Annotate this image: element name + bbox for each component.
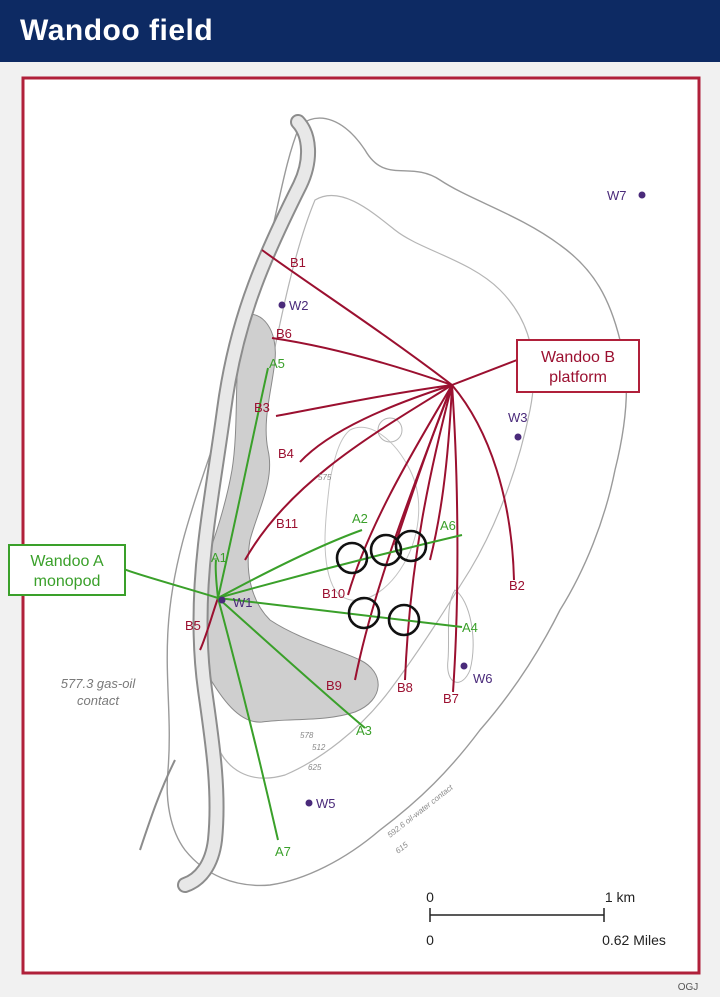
map-frame — [21, 76, 701, 975]
gas-oil-contact-label-1: 577.3 gas-oil — [61, 676, 137, 691]
platform-leader — [451, 359, 518, 386]
well-path-a5 — [217, 367, 269, 599]
contour-label: 575 — [318, 473, 332, 482]
gas-oil-contact-label-2: contact — [77, 693, 120, 708]
well-path-b4 — [299, 384, 453, 463]
well-marker-w7 — [638, 191, 646, 199]
well-path-b5 — [199, 597, 219, 651]
well-path-b1 — [261, 249, 453, 386]
well-path-b10 — [347, 384, 453, 596]
target-circles — [335, 529, 428, 637]
well-path-a2 — [217, 529, 363, 599]
exploration-well-markers — [218, 191, 646, 807]
fault-south — [139, 759, 176, 851]
well-path-b11 — [244, 384, 453, 561]
a-well-label: A5 — [269, 356, 285, 371]
a-well-label: A7 — [275, 844, 291, 859]
contour-closure — [377, 417, 403, 443]
b-well-label: B4 — [278, 446, 294, 461]
target-circle — [347, 596, 381, 630]
inner-contour-2 — [324, 426, 420, 601]
a-well-label: A2 — [352, 511, 368, 526]
well-marker-w1 — [218, 596, 226, 604]
well-path-b3 — [275, 384, 453, 417]
b-well-paths — [199, 249, 515, 693]
well-path-a1 — [214, 559, 219, 599]
a-well-label: A4 — [462, 620, 478, 635]
b-well-label: B9 — [326, 678, 342, 693]
b-well-label: B8 — [397, 680, 413, 695]
monopod-a-label-2: monopod — [34, 573, 101, 590]
well-path-a4 — [217, 597, 463, 628]
b-well-label: B7 — [443, 691, 459, 706]
monopod-a-label-1: Wandoo A — [30, 553, 104, 570]
target-circle — [387, 603, 421, 637]
b-well-label: B6 — [276, 326, 292, 341]
scale-km-start: 0 — [426, 889, 434, 905]
fault-zone-inner — [179, 116, 315, 891]
b-well-label: B5 — [185, 618, 201, 633]
map-title: Wandoo field — [20, 14, 214, 47]
target-circle — [369, 533, 403, 567]
well-path-a3 — [217, 597, 366, 729]
scale-mi-end: 0.62 Miles — [602, 932, 666, 948]
target-circle — [335, 541, 369, 575]
monopod-a-callout — [8, 544, 126, 596]
a-well-label: A3 — [356, 723, 372, 738]
well-marker-w2 — [278, 301, 286, 309]
well-marker-w3 — [514, 433, 522, 441]
scale-bar: 0 1 km 0 0.62 Miles — [426, 889, 666, 948]
well-path-b7 — [451, 384, 459, 693]
platform-b-callout — [516, 339, 640, 393]
well-path-b2 — [451, 384, 515, 581]
well-path-a6 — [217, 534, 463, 599]
gas-cap-area — [193, 313, 379, 723]
contour-label: 578 — [300, 731, 314, 740]
scale-km-end: 1 km — [605, 889, 635, 905]
credit-label: OGJ — [678, 982, 699, 993]
well-path-b6 — [271, 337, 453, 386]
well-marker-w5 — [305, 799, 313, 807]
well-path-b-extra2 — [394, 384, 453, 546]
b-well-label: B1 — [290, 255, 306, 270]
b-well-label: B11 — [276, 516, 298, 531]
map-area: Wandoo B platform Wandoo A monopod B1 B6… — [0, 62, 720, 997]
exploration-well-label: W7 — [607, 188, 627, 203]
platform-b-label-1: Wandoo B — [541, 349, 615, 366]
exploration-well-label: W2 — [289, 298, 309, 313]
b-well-label: B10 — [322, 586, 345, 601]
header-bar: Wandoo field — [0, 0, 720, 62]
contour-label: 512 — [312, 743, 326, 752]
platform-b-label-2: platform — [549, 369, 607, 386]
target-circle — [394, 529, 428, 563]
exploration-well-label: W6 — [473, 671, 493, 686]
exploration-well-label: W3 — [508, 410, 528, 425]
b-well-label: B2 — [509, 578, 525, 593]
contour-label: 625 — [308, 763, 322, 772]
exploration-well-label: W1 — [233, 595, 253, 610]
b-well-label: B3 — [254, 400, 270, 415]
contour-east — [447, 589, 474, 683]
field-map: Wandoo B platform Wandoo A monopod B1 B6… — [8, 76, 701, 993]
a-well-paths — [118, 367, 463, 841]
exploration-well-label: W5 — [316, 796, 336, 811]
a-well-label: A6 — [440, 518, 456, 533]
scale-mi-start: 0 — [426, 932, 434, 948]
well-path-a7 — [217, 597, 279, 841]
well-path-b-extra1 — [429, 384, 453, 561]
outer-contour — [166, 117, 627, 887]
well-marker-w6 — [460, 662, 468, 670]
a-well-label: A1 — [211, 550, 227, 565]
